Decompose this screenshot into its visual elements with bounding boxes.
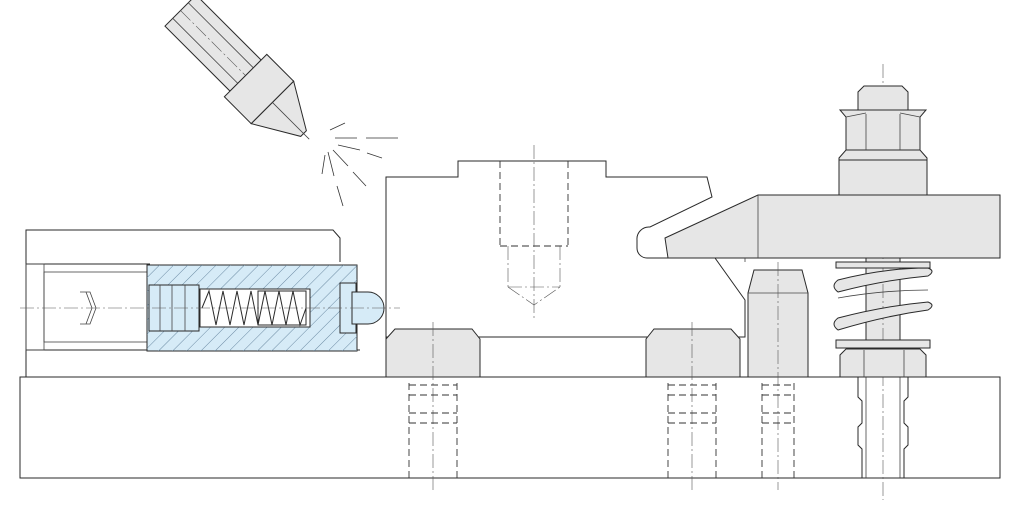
plunger-housing [25,229,360,377]
clamp-spring [833,261,933,349]
strap-clamp [664,194,1001,262]
clamp-nut [838,85,928,196]
air-spray [321,122,398,207]
support-block-right [645,322,741,490]
base-plate [19,376,1001,479]
support-block-left [385,322,481,490]
heel-pin [747,262,809,490]
workpiece [385,145,746,377]
blowing-nozzle [164,0,310,140]
lower-nut [839,348,927,378]
